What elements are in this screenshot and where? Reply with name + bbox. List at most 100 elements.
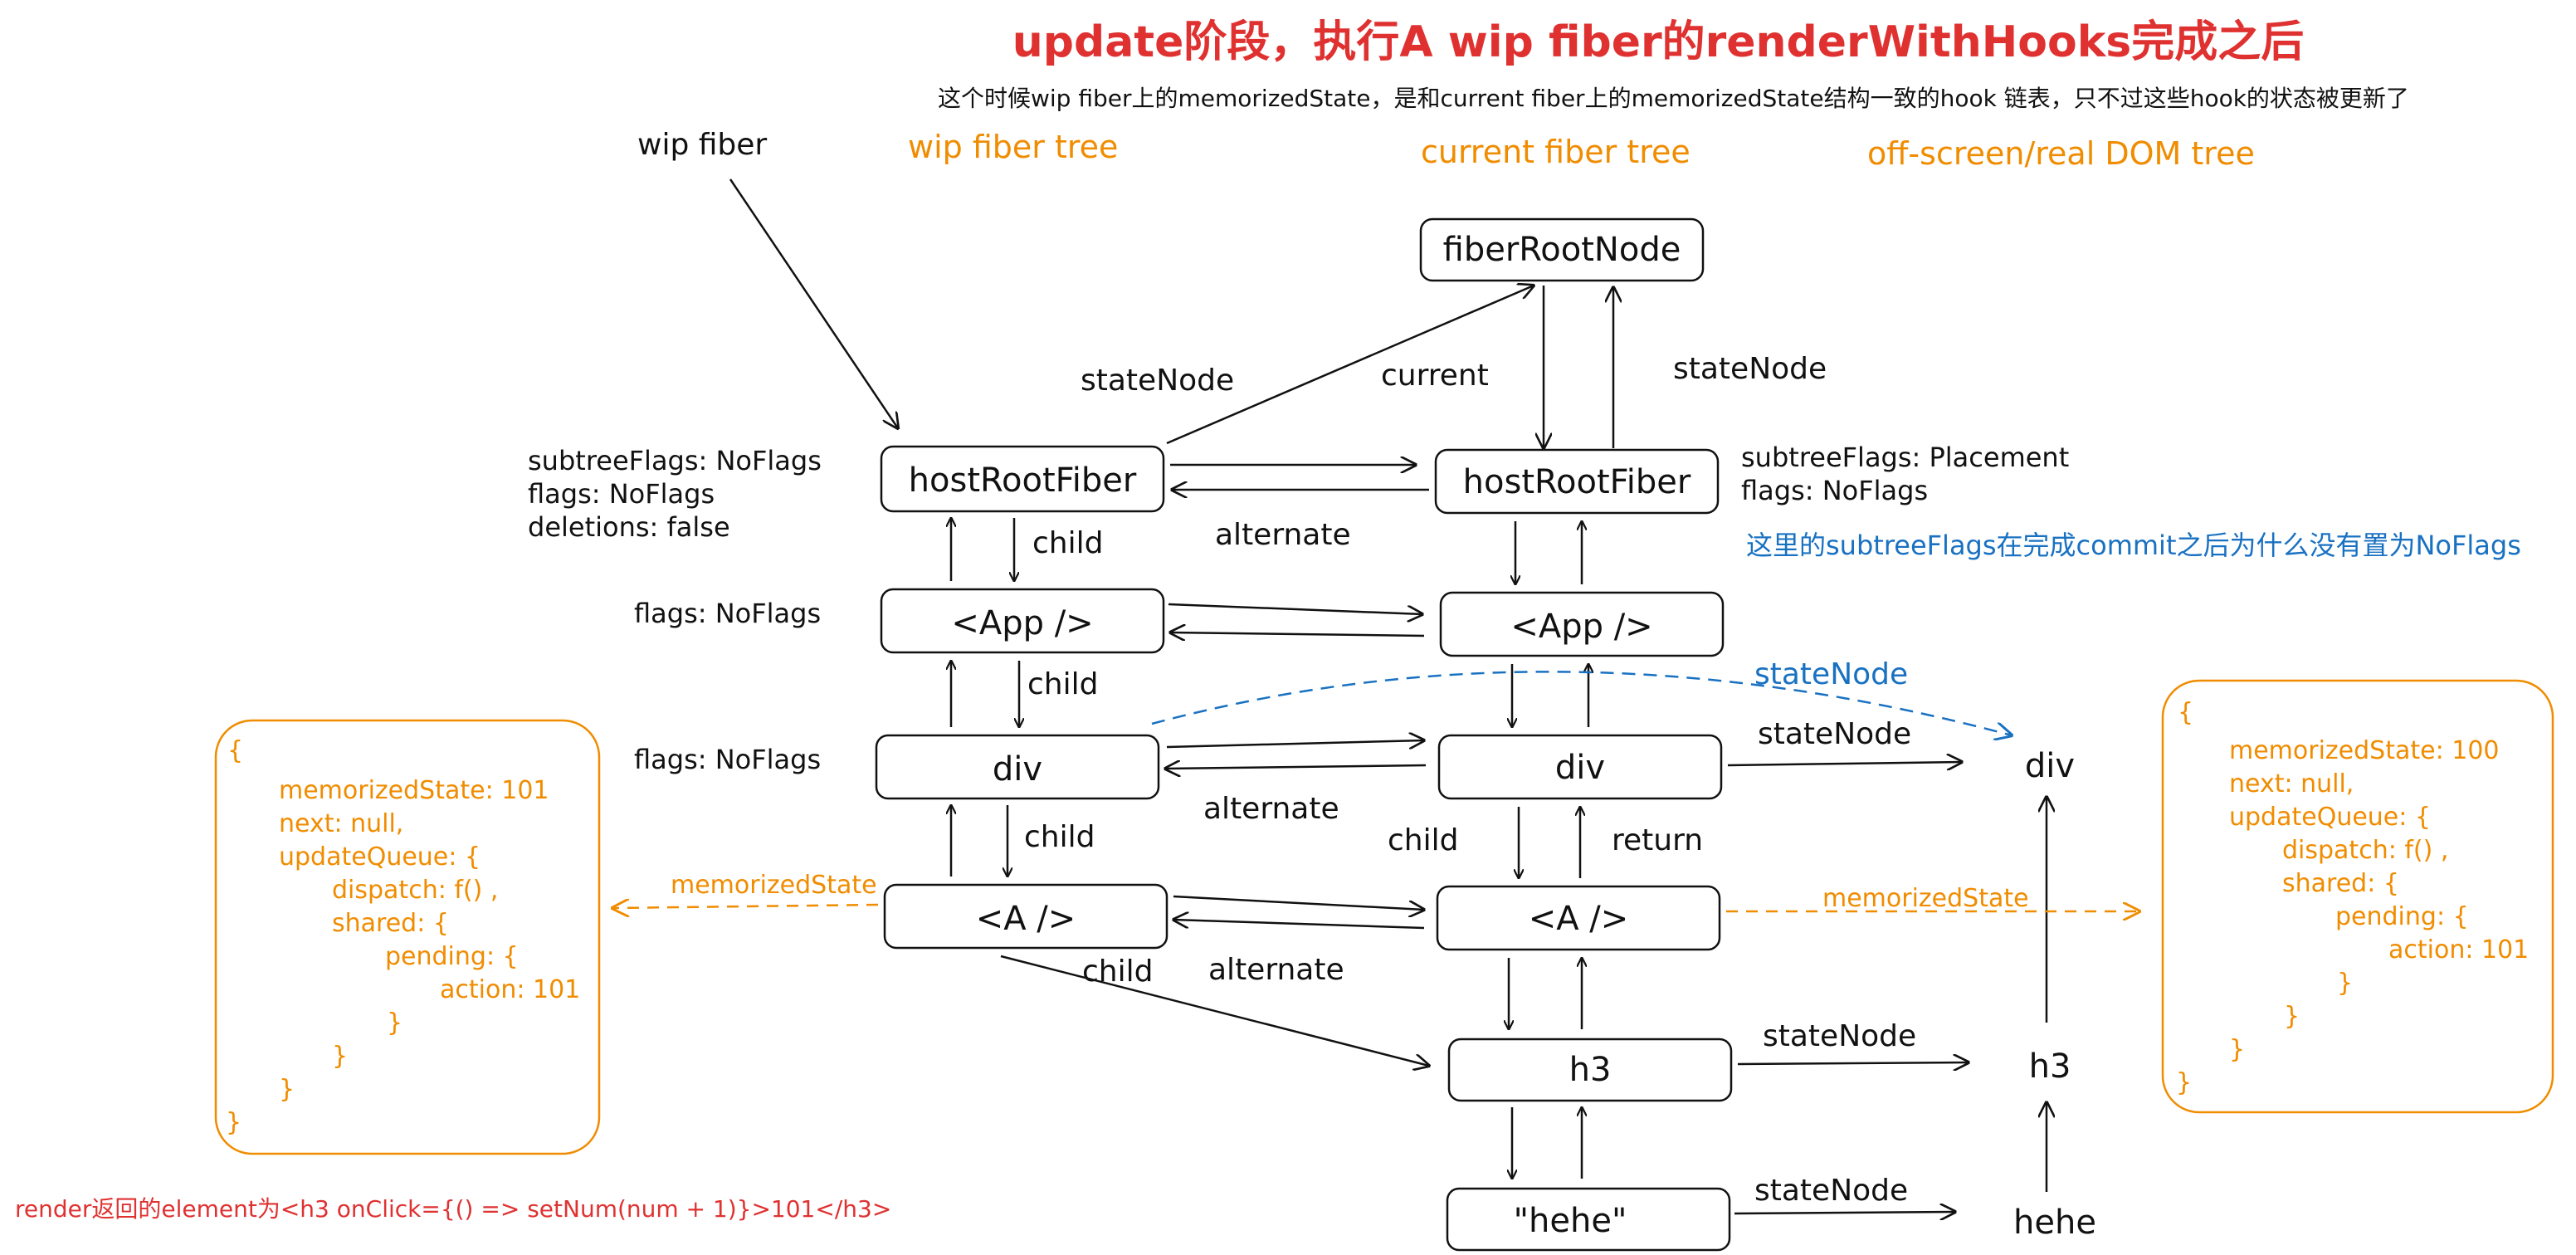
current-host-root-flags: subtreeFlags: Placement flags: NoFlags <box>1741 442 2069 506</box>
wip-a-child-label: child <box>1082 955 1153 989</box>
current-div-fiber: div <box>1437 734 1723 800</box>
div-alternate-left <box>1165 765 1427 769</box>
wip-div-statenode-dashed-arrow <box>1151 671 2012 735</box>
dom-hehe-node: hehe <box>2013 1204 2096 1242</box>
hook-line: { <box>2178 698 2193 727</box>
wip-memorized-state-label: memorizedState <box>671 871 877 900</box>
wip-div-label: div <box>993 750 1042 789</box>
a-alternate-left <box>1173 920 1425 930</box>
hook-line: } <box>2176 1068 2192 1097</box>
current-child-label: child <box>1388 823 1458 857</box>
hook-line: } <box>2284 1002 2300 1031</box>
hook-line: next: null, <box>279 809 403 838</box>
wip-root-statenode-label: stateNode <box>1081 364 1234 398</box>
hook-line: { <box>227 736 243 765</box>
app-alternate-left <box>1170 632 1425 636</box>
hook-line: action: 101 <box>440 975 580 1004</box>
current-hehe-fiber: "hehe" <box>1446 1187 1731 1252</box>
diagram-subtitle: 这个时候wip fiber上的memorizedState，是和current … <box>938 85 2409 112</box>
a-alternate-label: alternate <box>1208 953 1344 987</box>
current-fiber-tree-heading: current fiber tree <box>1421 134 1690 170</box>
wip-subtree-flags: subtreeFlags: NoFlags <box>528 445 822 476</box>
wip-host-root-flags: subtreeFlags: NoFlags flags: NoFlags del… <box>528 445 822 543</box>
hook-line: pending: { <box>385 942 519 971</box>
dom-tree-heading: off-screen/real DOM tree <box>1867 135 2255 172</box>
wip-child-label-2: child <box>1027 667 1098 701</box>
hook-line: shared: { <box>2282 869 2399 898</box>
fiber-root-node-label: fiberRootNode <box>1443 231 1681 269</box>
app-alternate-right <box>1168 603 1422 614</box>
wip-host-root-label: hostRootFiber <box>909 461 1137 500</box>
div-statenode-arrow <box>1727 762 1962 765</box>
current-host-flags: flags: NoFlags <box>1741 475 1928 506</box>
current-memorized-state-label: memorizedState <box>1822 884 2029 913</box>
hook-line: } <box>279 1075 295 1104</box>
current-app-label: <App /> <box>1510 608 1652 646</box>
root-statenode-label: stateNode <box>1673 352 1827 386</box>
render-footer-note: render返回的element为<h3 onClick={() => setN… <box>15 1195 891 1223</box>
hook-line: memorizedState: 100 <box>2229 736 2500 765</box>
dom-h3-node: h3 <box>2029 1047 2071 1086</box>
wip-a-label: <A /> <box>976 900 1076 938</box>
current-subtree-flags: subtreeFlags: Placement <box>1741 442 2069 473</box>
current-app-fiber: <App /> <box>1439 591 1725 657</box>
current-a-fiber: <A /> <box>1436 885 1721 951</box>
wip-host-flags: flags: NoFlags <box>528 478 715 510</box>
current-h3-fiber: h3 <box>1447 1038 1733 1102</box>
wip-child-label-1: child <box>1032 526 1103 560</box>
dom-div-node: div <box>2025 747 2075 785</box>
fiber-root-node: fiberRootNode <box>1419 217 1705 282</box>
wip-a-fiber: <A /> <box>883 883 1168 950</box>
hook-line: next: null, <box>2229 769 2354 798</box>
wip-host-root-fiber: hostRootFiber <box>880 445 1165 513</box>
current-hook-box: { memorizedState: 100 next: null, update… <box>2161 679 2554 1114</box>
current-a-label: <A /> <box>1529 900 1629 938</box>
current-label: current <box>1381 359 1489 393</box>
hook-line: action: 101 <box>2388 935 2529 964</box>
current-return-label: return <box>1612 823 1703 857</box>
hook-line: } <box>2229 1035 2245 1064</box>
hook-line: } <box>2337 969 2353 998</box>
host-root-alternate-label: alternate <box>1215 518 1351 552</box>
div-alternate-label: alternate <box>1203 792 1339 826</box>
hook-line: } <box>332 1042 348 1071</box>
wip-div-flags: flags: NoFlags <box>634 744 821 775</box>
wip-app-label: <App /> <box>951 604 1093 642</box>
current-h3-label: h3 <box>1569 1051 1612 1089</box>
hook-line: dispatch: f() , <box>332 876 498 905</box>
wip-hook-box: { memorizedState: 101 next: null, update… <box>214 719 601 1155</box>
wip-app-flags: flags: NoFlags <box>634 598 821 629</box>
wip-child-label-3: child <box>1024 820 1095 854</box>
wip-fiber-tree-heading: wip fiber tree <box>908 129 1118 165</box>
hook-line: updateQueue: { <box>279 842 481 872</box>
hook-line: dispatch: f() , <box>2282 836 2448 865</box>
a-alternate-right <box>1173 895 1424 910</box>
hook-line: } <box>226 1108 242 1137</box>
current-div-label: div <box>1555 749 1605 787</box>
current-host-root-fiber: hostRootFiber <box>1434 448 1720 515</box>
subtree-flags-question-note: 这里的subtreeFlags在完成commit之后为什么没有置为NoFlags <box>1746 530 2521 561</box>
hook-line: updateQueue: { <box>2229 803 2431 832</box>
div-alternate-right <box>1166 740 1424 747</box>
hook-line: pending: { <box>2335 902 2469 931</box>
wip-app-fiber: <App /> <box>880 588 1165 654</box>
hehe-statenode-label: stateNode <box>1754 1174 1908 1208</box>
hook-line: shared: { <box>332 909 449 938</box>
wip-a-child-arrow <box>1000 955 1429 1066</box>
wip-div-fiber: div <box>875 734 1160 800</box>
h3-statenode-arrow <box>1737 1062 1969 1064</box>
wip-memorized-state-arrow <box>612 905 879 908</box>
blue-statenode-label: stateNode <box>1754 657 1908 691</box>
current-host-root-label: hostRootFiber <box>1463 463 1691 501</box>
h3-statenode-label: stateNode <box>1763 1019 1916 1053</box>
hehe-statenode-arrow <box>1734 1212 1955 1213</box>
hook-line: memorizedState: 101 <box>279 776 549 805</box>
hook-line: } <box>387 1008 402 1038</box>
wip-fiber-label: wip fiber <box>637 128 767 162</box>
wip-deletions: deletions: false <box>528 511 730 543</box>
diagram-title: update阶段，执行A wip fiber的renderWithHooks完成… <box>1012 17 2305 67</box>
current-hehe-label: "hehe" <box>1514 1202 1627 1240</box>
wip-root-statenode-arrow <box>1166 286 1534 445</box>
div-statenode-label: stateNode <box>1758 717 1911 751</box>
